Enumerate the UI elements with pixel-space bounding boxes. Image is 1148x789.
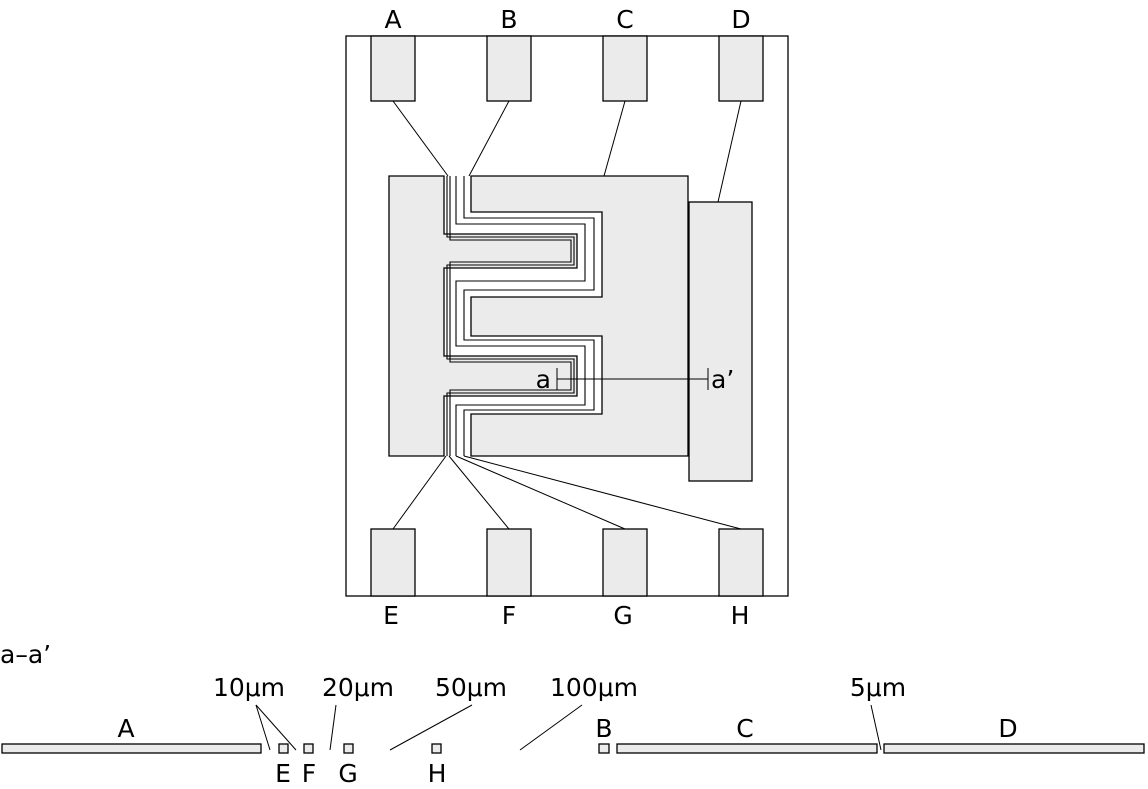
section-electrode-C bbox=[616, 743, 878, 754]
section-label-A: A bbox=[117, 714, 134, 743]
pad-B bbox=[486, 35, 532, 102]
pad-label-F: F bbox=[502, 601, 516, 630]
top-pads: A B C D bbox=[370, 5, 764, 102]
section-electrode-A bbox=[1, 743, 262, 754]
section-label-G: G bbox=[338, 759, 357, 788]
pad-label-A: A bbox=[384, 5, 401, 34]
gap-label-50um: 50μm bbox=[435, 673, 507, 702]
gap-label-5um: 5μm bbox=[850, 673, 906, 702]
pad-label-E: E bbox=[383, 601, 399, 630]
section-label-B: B bbox=[595, 714, 612, 743]
section-label-E: E bbox=[275, 759, 291, 788]
section-electrode-D bbox=[883, 743, 1145, 754]
pad-H bbox=[718, 528, 764, 597]
section-label-H: H bbox=[428, 759, 447, 788]
section-strip-F bbox=[303, 743, 314, 754]
pad-label-C: C bbox=[616, 5, 633, 34]
section-marker-start: a bbox=[536, 365, 551, 394]
right-comb-electrode bbox=[470, 175, 689, 457]
section-label-D: D bbox=[998, 714, 1017, 743]
section-strip-G bbox=[343, 743, 354, 754]
top-view: A B C D E F G H bbox=[345, 5, 789, 630]
pad-A bbox=[370, 35, 416, 102]
section-marker-end: a’ bbox=[711, 365, 734, 394]
serpentine-traces bbox=[446, 176, 595, 456]
section-strip-E bbox=[278, 743, 289, 754]
cross-section: a–a’ A B C D E F G H 10μm 20μm 50μm 100μ… bbox=[0, 640, 1145, 788]
pad-label-G: G bbox=[613, 601, 632, 630]
pad-G bbox=[602, 528, 648, 597]
side-electrode bbox=[688, 201, 753, 482]
pad-D bbox=[718, 35, 764, 102]
bottom-pads: E F G H bbox=[370, 528, 764, 630]
section-strip-H bbox=[431, 743, 442, 754]
section-label-C: C bbox=[736, 714, 753, 743]
pad-label-B: B bbox=[500, 5, 517, 34]
left-comb-electrode bbox=[388, 175, 578, 457]
gap-label-20um: 20μm bbox=[322, 673, 394, 702]
gap-label-10um: 10μm bbox=[213, 673, 285, 702]
bond-wires bbox=[392, 100, 742, 530]
pad-E bbox=[370, 528, 416, 597]
gap-leaders bbox=[255, 704, 882, 751]
gap-label-100um: 100μm bbox=[550, 673, 638, 702]
pad-label-D: D bbox=[731, 5, 750, 34]
pad-C bbox=[602, 35, 648, 102]
section-line: a a’ bbox=[536, 365, 735, 394]
pad-label-H: H bbox=[731, 601, 750, 630]
pad-F bbox=[486, 528, 532, 597]
section-label-F: F bbox=[302, 759, 316, 788]
section-title: a–a’ bbox=[0, 640, 51, 669]
section-strip-B bbox=[598, 743, 610, 754]
